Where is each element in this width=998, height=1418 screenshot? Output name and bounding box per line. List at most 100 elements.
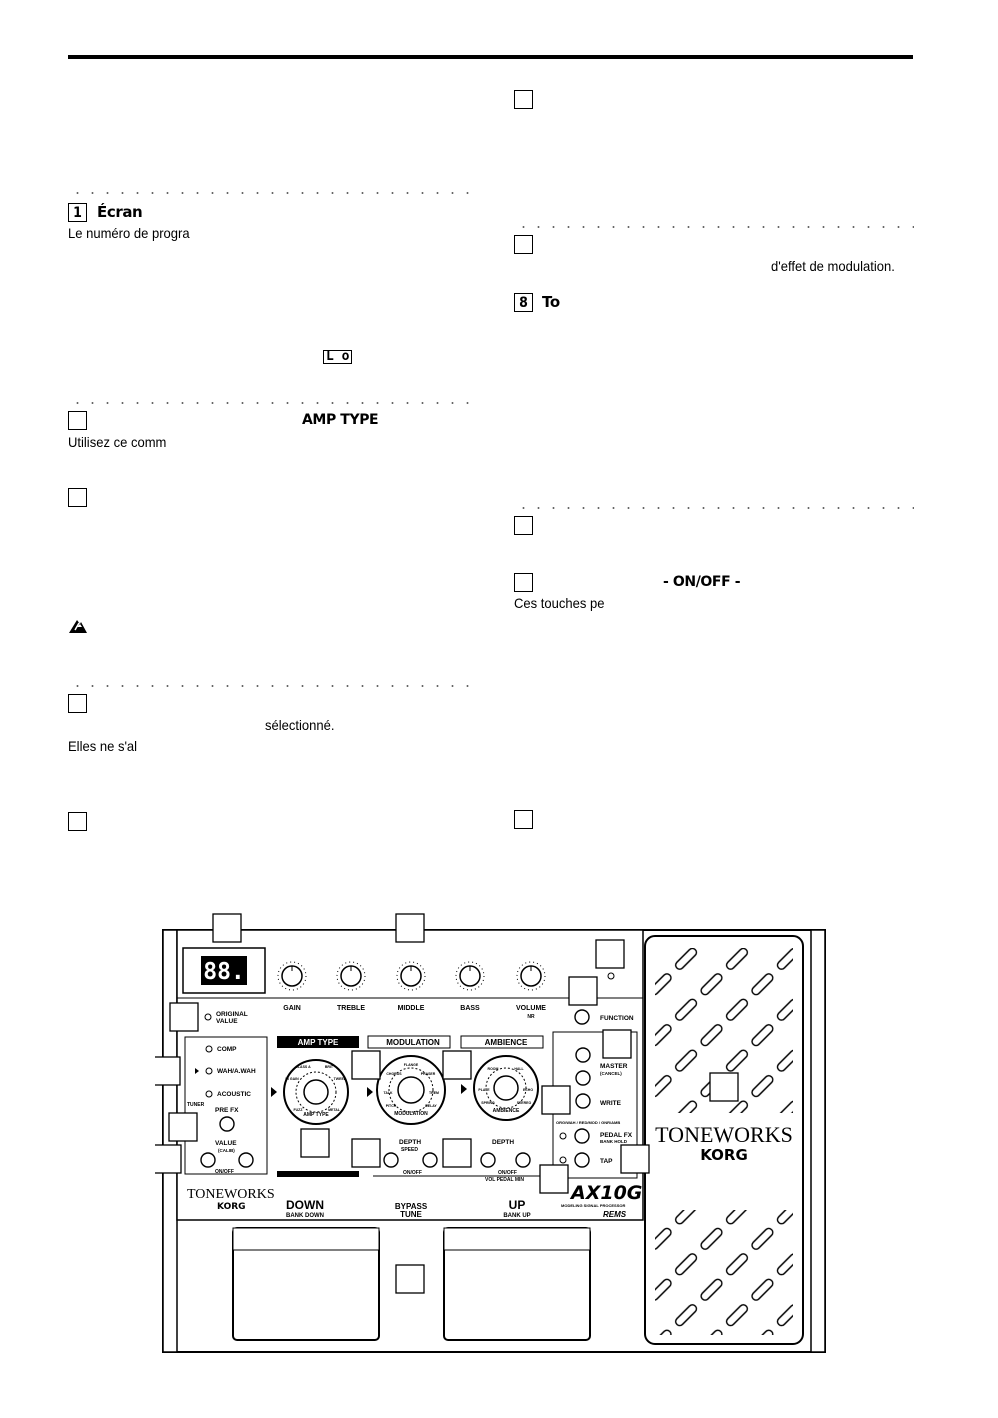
top-rule [68,55,913,59]
acoustic-label: ACOUSTIC [217,1091,251,1098]
section-number-box [68,411,87,430]
section-number-box [514,516,533,535]
dial-tick: METAL [328,1108,341,1112]
dial-tick: FLANGE [404,1063,419,1067]
pedal-assign-label: ORG/WAH / RED/MOD / GNR/AMB [556,1120,620,1125]
onoff-label: - ON/OFF - [663,574,741,590]
section-title-ecran: Écran [97,203,143,221]
amp-type-dial-label: AMP TYPE [303,1112,329,1118]
section-number-box [68,812,87,831]
selected-text: sélectionné. [265,717,335,733]
model-logo: AX10G [569,1182,642,1204]
down-label: DOWN [286,1198,324,1212]
dial-tick: ROOM [488,1067,499,1071]
amp-type-dial: AMP TYPE FUZZ METAL HI GAIN TWEED CLASS … [283,1059,349,1125]
warning-icon [69,620,87,633]
depth-label: DEPTH [399,1139,421,1146]
dial-tick: BRIT [325,1065,334,1069]
section-number-box [514,810,533,829]
dial-tick: CHORUS [386,1072,402,1076]
tuner-label: TUNER [187,1102,205,1108]
rems-logo: REMS [603,1210,627,1219]
ecran-text: Le numéro de progra [68,225,190,241]
calib-label: (CALIB) [218,1148,235,1153]
korg-pedal-logo: KORG [700,1146,748,1164]
wah-label: WAH/A.WAH [217,1068,256,1075]
knob-row [277,961,546,991]
section-number-box [68,488,87,507]
value-label: VALUE [216,1018,238,1025]
dial-tick: PLATE [478,1088,490,1092]
section-number-box [514,235,533,254]
dial-tick: ECHO [523,1088,533,1092]
bypass-label: BYPASS [395,1202,428,1211]
dotted-divider [516,507,914,509]
ax10g-device-illustration: TONEWORKS KORG 88. GAIN TREBLE MIDDLE BA… [155,913,826,1353]
modulation-dial-label: MODULATION [394,1111,428,1117]
dial-tick: SPRING [481,1101,495,1105]
dial-tick: TREM [429,1091,439,1095]
bank-down-label: BANK DOWN [286,1213,324,1219]
comp-label: COMP [217,1046,237,1053]
led-display: 88. [203,959,245,985]
ambience-header: AMBIENCE [485,1038,528,1047]
dotted-divider [70,685,470,687]
modulation-header: MODULATION [386,1038,440,1047]
section-number-1: 1 [68,203,87,222]
knob-label: BASS [460,1005,480,1012]
speed-label: SPEED [401,1147,418,1153]
master-label: MASTER [600,1063,628,1070]
dial-tick: DELAY [425,1104,437,1108]
modulation-dial: MODULATION TALK PITCH CHORUS FLANGE PHAS… [376,1055,446,1125]
dial-tick: HALL [514,1067,524,1071]
knob-label: GAIN [283,1005,301,1012]
dial-tick: FUZZ [294,1108,304,1112]
section-number-8: 8 [514,293,533,312]
ambience-dial-label: AMBIENCE [493,1108,520,1114]
depth-label: DEPTH [492,1139,514,1146]
knob-label: TREBLE [337,1005,365,1012]
ambience-dial: AMBIENCE SPRING PLATE ROOM HALL ECHO STE… [473,1055,539,1121]
onoff-small: ON/OFF [403,1170,422,1176]
dial-tick: TALK [383,1091,393,1095]
korg-logo: KORG [217,1202,246,1212]
dial-tick: TWEED [334,1077,347,1081]
amp-type-label: AMP TYPE [302,412,379,428]
cancel-label: (CANCEL) [600,1071,622,1076]
write-label: WRITE [600,1100,622,1107]
dial-tick: STEREO [517,1101,532,1105]
pedal-fx-label: PEDAL FX [600,1132,633,1139]
prefx-label: PRE FX [215,1107,239,1114]
section-number-box [514,573,533,592]
section-title-8: To [542,293,560,311]
amp-type-header: AMP TYPE [298,1038,339,1047]
knob-label: MIDDLE [398,1005,425,1012]
dotted-divider [70,402,470,404]
selected-text-2: Elles ne s'al [68,738,138,754]
nr-label: NR [527,1014,535,1020]
dotted-divider [516,226,914,228]
toneworks-pedal-logo: TONEWORKS [655,1122,793,1147]
dotted-divider [70,192,470,194]
section-number-box [68,694,87,713]
onoff-small: ON/OFF [215,1169,234,1175]
section-number-box [514,90,533,109]
model-subtitle: MODELING SIGNAL PROCESSOR [561,1203,625,1208]
bank-up-label: BANK UP [503,1213,530,1219]
value-btn-label: VALUE [215,1140,237,1147]
bank-hold-label: BANK HOLD [600,1139,628,1144]
onoff-small: ON/OFF [498,1170,517,1176]
onoff-text: Ces touches pe [514,595,605,611]
toneworks-logo: TONEWORKS [187,1187,275,1202]
lcd-indicator: L o [323,350,353,364]
tap-label: TAP [600,1158,613,1165]
vol-pedal-min-label: VOL PEDAL MIN [485,1177,524,1183]
original-label: ORIGINAL [216,1011,248,1018]
modulation-text: d'effet de modulation. [771,258,895,274]
dial-tick: CLASS A [295,1065,311,1069]
knob-label: VOLUME [516,1005,546,1012]
amp-type-text: Utilisez ce comm [68,434,167,450]
up-label: UP [509,1198,526,1212]
dial-tick: PHASER [421,1072,436,1076]
tune-label: TUNE [400,1210,422,1219]
